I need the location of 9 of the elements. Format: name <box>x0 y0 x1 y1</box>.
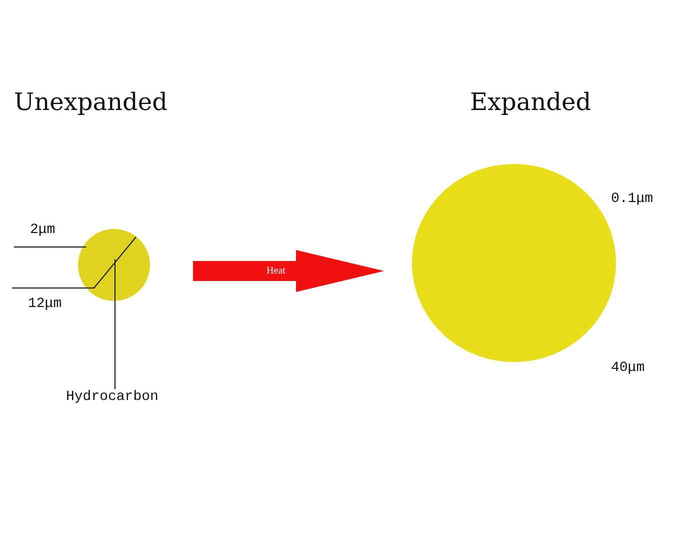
edge-label: Heat <box>266 266 286 276</box>
particle-circle <box>78 229 150 301</box>
dimension-label: 0.1μm <box>611 191 654 207</box>
dimension-label: 2μm <box>30 222 56 238</box>
heading: Expanded <box>470 88 592 116</box>
dimension-label: 40μm <box>611 360 645 376</box>
part-label: Hydrocarbon <box>66 389 166 406</box>
heading: Unexpanded <box>14 88 168 116</box>
dimension-label: 12μm <box>28 296 62 312</box>
